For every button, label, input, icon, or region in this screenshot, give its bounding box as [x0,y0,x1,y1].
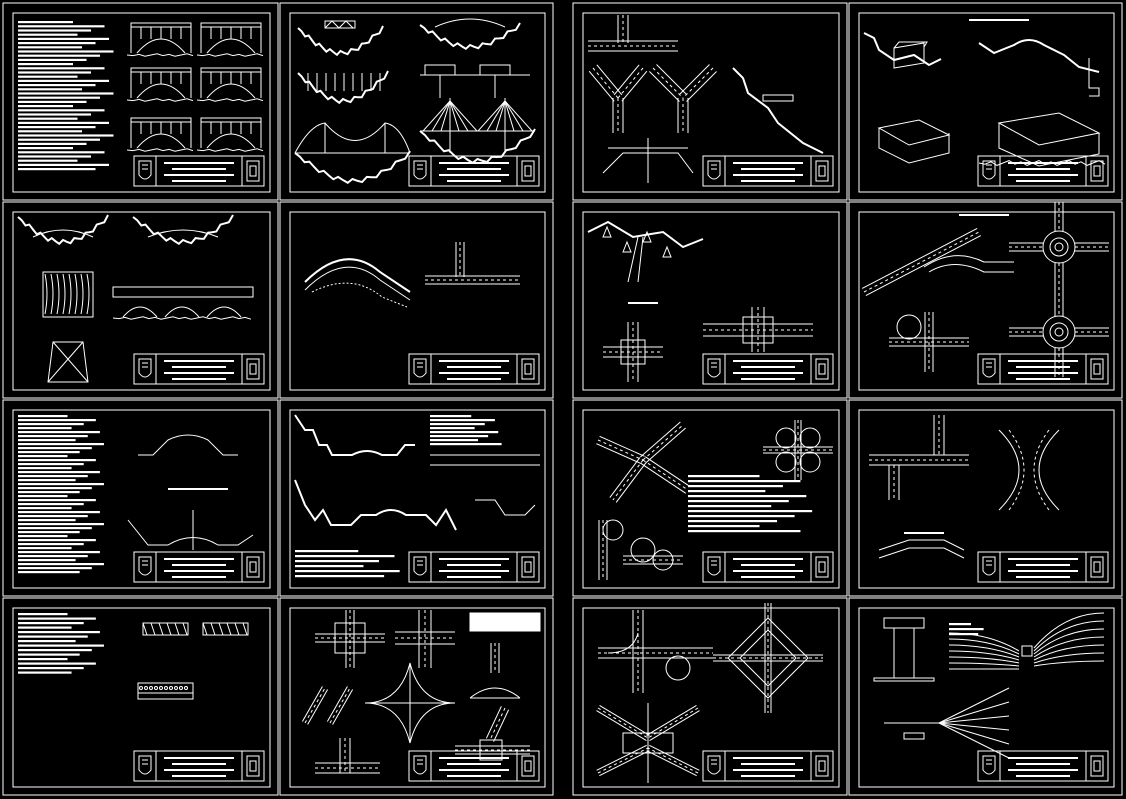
drawing-sheet-6 [279,201,554,399]
title-block [408,353,540,385]
emblem-icon [815,755,829,777]
title-block [408,551,540,583]
title-block [977,551,1109,583]
emblem-icon [246,358,260,380]
title-block [977,750,1109,782]
drawing-sheet-16 [848,597,1123,796]
emblem-icon [138,160,152,180]
drawing-sheet-14 [279,597,554,796]
emblem-icon [413,556,427,576]
drawing-sheet-1 [2,2,279,201]
drawing-sheet-11 [572,399,848,597]
title-block [133,155,265,187]
title-block [408,750,540,782]
emblem-icon [521,358,535,380]
emblem-icon [1090,160,1104,182]
emblem-icon [521,556,535,578]
title-block [702,750,834,782]
drawing-sheet-15 [572,597,848,796]
emblem-icon [707,160,721,180]
emblem-icon [982,358,996,378]
emblem-icon [521,160,535,182]
emblem-icon [707,755,721,775]
emblem-icon [1090,755,1104,777]
drawing-sheet-10 [279,399,554,597]
title-block [702,551,834,583]
emblem-icon [815,358,829,380]
emblem-icon [707,556,721,576]
title-block [702,155,834,187]
drawing-sheet-3 [572,2,848,201]
emblem-icon [246,556,260,578]
drawing-sheet-4 [848,2,1123,201]
emblem-icon [246,160,260,182]
emblem-icon [413,358,427,378]
emblem-icon [521,755,535,777]
emblem-icon [138,755,152,775]
emblem-icon [413,755,427,775]
emblem-icon [138,556,152,576]
emblem-icon [413,160,427,180]
title-block [977,155,1109,187]
emblem-icon [815,160,829,182]
drawing-sheet-12 [848,399,1123,597]
drawing-sheet-9 [2,399,279,597]
title-block [702,353,834,385]
drawing-sheet-7 [572,201,848,399]
emblem-icon [982,160,996,180]
emblem-icon [815,556,829,578]
title-block [977,353,1109,385]
drawing-sheet-5 [2,201,279,399]
emblem-icon [982,755,996,775]
emblem-icon [246,755,260,777]
drawing-sheet-8 [848,201,1123,399]
emblem-icon [138,358,152,378]
emblem-icon [982,556,996,576]
title-block [133,551,265,583]
title-block [133,353,265,385]
drawing-sheet-2 [279,2,554,201]
drawing-sheet-13 [2,597,279,796]
emblem-icon [1090,556,1104,578]
title-block [133,750,265,782]
emblem-icon [707,358,721,378]
emblem-icon [1090,358,1104,380]
